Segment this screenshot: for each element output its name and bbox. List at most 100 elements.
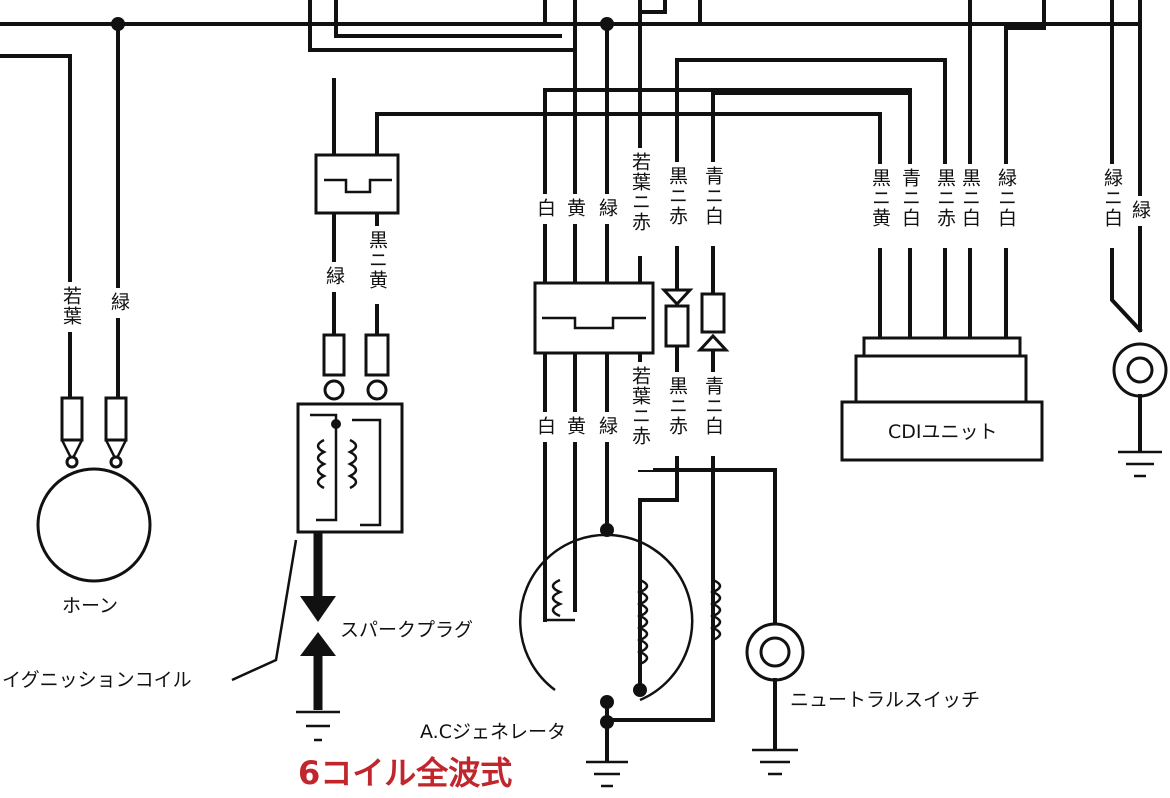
wire-label: 青ニ白 — [702, 166, 724, 226]
wire-label: 黒ニ赤 — [666, 166, 688, 226]
label-bg — [321, 262, 347, 292]
coil-core — [310, 413, 338, 522]
wire-label: 黒ニ黄 — [366, 230, 388, 290]
wire-labels: 若葉 緑 緑 黒ニ黄 白 黄 緑 若葉ニ赤 黒ニ赤 青ニ白 白 黄 緑 若葉ニ赤… — [58, 148, 1153, 470]
gen-top-1-route — [543, 88, 912, 342]
wire-label: 緑 — [1129, 200, 1151, 220]
coil-lug — [366, 379, 388, 401]
label-bg — [932, 164, 958, 248]
label-bg — [364, 226, 390, 304]
top-loop-wire — [308, 0, 577, 52]
neutral-switch — [745, 622, 805, 776]
wire-label: 若葉ニ赤 — [629, 366, 651, 446]
neutral-switch-label: ニュートラルスイッチ — [790, 689, 980, 711]
horn-lug-hole — [65, 455, 79, 469]
switch-inner — [759, 636, 791, 668]
label-bg — [106, 288, 132, 318]
gen-coil-right — [709, 578, 722, 642]
label-bg — [627, 148, 653, 256]
label-bg — [957, 164, 983, 248]
spark-plug-label: スパークプラグ — [340, 619, 473, 641]
coil-leader-line — [231, 539, 298, 682]
coupler-notch — [324, 178, 392, 194]
label-bg — [594, 194, 620, 224]
wire-label: 黒ニ白 — [959, 168, 981, 228]
coil-lug — [323, 379, 345, 401]
wire-label: 緑 — [108, 292, 130, 312]
top-wire-b — [638, 0, 667, 14]
right-sensor-inner — [1126, 356, 1154, 384]
horn-terminal-left — [60, 396, 84, 442]
gen-coil-left — [551, 578, 564, 618]
label-bg — [562, 194, 588, 224]
cdi-unit-label: CDIユニット — [888, 421, 998, 443]
horn-wire-left — [0, 54, 72, 402]
plug-electrode-top — [300, 596, 336, 622]
wires — [0, 0, 1143, 722]
label-bg — [664, 162, 690, 246]
horn-label: ホーン — [62, 595, 118, 617]
label-bg — [627, 362, 653, 470]
right-component — [1112, 342, 1168, 478]
horn-lug-hole — [109, 455, 123, 469]
fuse-box-right — [700, 292, 726, 334]
ac-generator — [519, 523, 722, 788]
horn — [36, 396, 152, 583]
wire-label: 若葉 — [60, 286, 82, 326]
ignition-coil — [231, 402, 404, 742]
ignition-coil-label: イグニッションコイル — [2, 669, 192, 691]
label-bg — [664, 372, 690, 456]
wire-label: 緑ニ白 — [1101, 168, 1123, 228]
coil-primary — [316, 438, 327, 490]
wire-label: 緑 — [596, 416, 618, 436]
diode-top — [660, 288, 694, 307]
wire-label: 黄 — [564, 416, 586, 436]
wire-label: 青ニ白 — [702, 376, 724, 436]
label-bg — [1127, 196, 1153, 226]
ground-symbol — [752, 748, 798, 776]
ac-generator-label: A.Cジェネレータ — [420, 721, 566, 743]
wire-label: 黒ニ赤 — [666, 376, 688, 436]
label-bg — [532, 412, 558, 442]
cdi-body — [840, 400, 1044, 462]
label-bg — [700, 372, 726, 456]
label-bg — [700, 162, 726, 246]
wire-label: 緑 — [323, 266, 345, 286]
right-wire-1 — [1110, 0, 1143, 333]
wire-label: 白 — [534, 198, 556, 218]
label-bg — [594, 412, 620, 442]
gen-coupler-notch — [542, 316, 646, 330]
cdi-unit — [840, 336, 1044, 462]
coil-terminal-left — [322, 333, 346, 377]
label-bg — [1099, 164, 1125, 248]
label-bg — [58, 282, 84, 332]
label-bg — [532, 194, 558, 224]
horn-body — [36, 467, 152, 583]
coil-junction — [331, 419, 341, 429]
plug-electrode-bottom — [300, 632, 336, 656]
gen-junction — [633, 683, 647, 697]
horn-terminal-right — [104, 396, 128, 442]
diode-bottom — [696, 333, 730, 352]
wire-label: 若葉ニ赤 — [629, 152, 651, 232]
fuse-box-left — [664, 304, 690, 348]
label-bg — [993, 164, 1019, 248]
wire-label: 黄 — [564, 198, 586, 218]
top-wire-c — [698, 0, 1142, 26]
top-wire-inner — [334, 0, 562, 38]
component-labels: ホーン イグニッションコイル スパークプラグ A.Cジェネレータ ニュートラルス… — [2, 421, 998, 792]
coil-terminal-right — [364, 333, 390, 377]
caption: 6コイル全波式 — [298, 754, 512, 792]
cdi-connector-top — [862, 336, 1022, 358]
ground-symbol — [1118, 450, 1162, 478]
wire-label: 緑 — [596, 198, 618, 218]
coil-secondary — [347, 418, 382, 527]
label-bg — [562, 412, 588, 442]
label-bg — [867, 164, 893, 248]
generator-connector — [533, 281, 730, 355]
wire-label: 黒ニ赤 — [934, 168, 956, 228]
coil-connector — [314, 153, 400, 401]
wire-label: 白 — [534, 416, 556, 436]
junction-dot — [111, 17, 125, 31]
